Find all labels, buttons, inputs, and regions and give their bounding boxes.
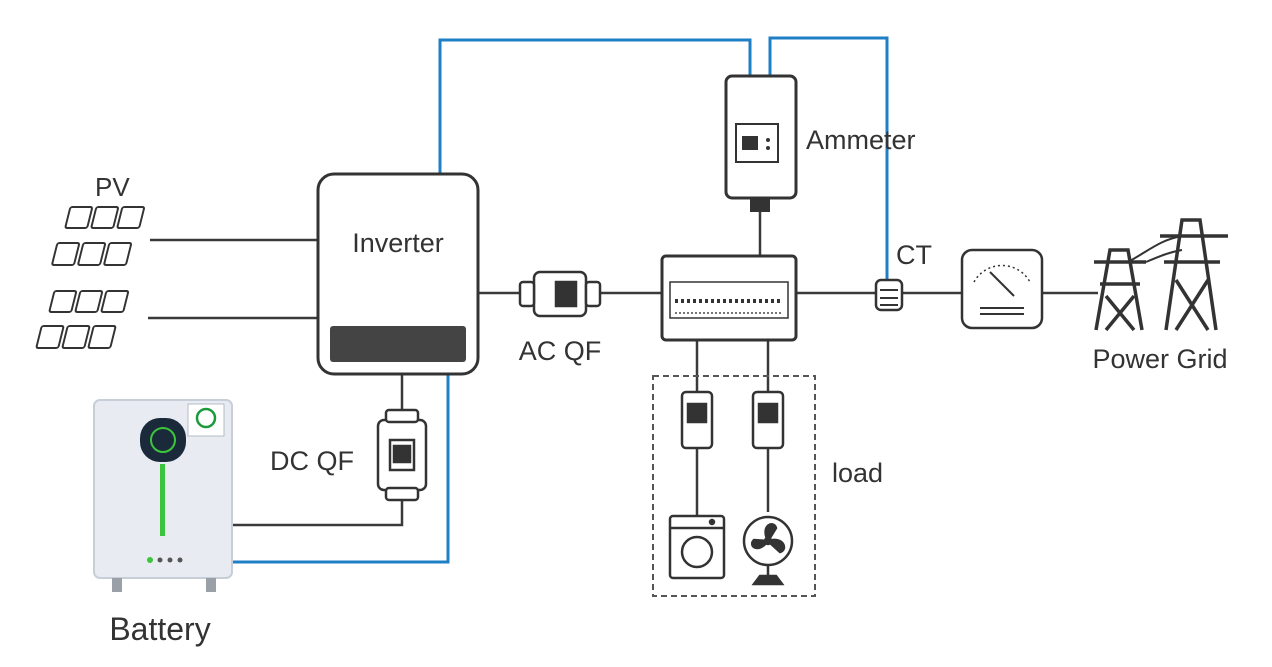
ac-qf-label: AC QF	[519, 336, 602, 366]
solar-panel-icon	[35, 206, 145, 349]
distribution-box-icon	[660, 254, 798, 342]
ct-clamp-icon	[874, 278, 904, 312]
ammeter-label: Ammeter	[806, 125, 916, 155]
pv-label: PV	[95, 172, 130, 202]
load-group	[652, 375, 816, 597]
dc-qf-breaker-icon	[376, 408, 428, 502]
battery-icon	[93, 399, 233, 592]
power-wires	[148, 212, 1098, 527]
transmission-tower-icon	[1094, 218, 1228, 332]
inverter-icon	[316, 172, 480, 376]
dc-qf-label: DC QF	[270, 446, 354, 476]
inverter-label: Inverter	[352, 228, 444, 258]
load-breaker-icon	[680, 390, 785, 450]
load-label: load	[832, 458, 883, 488]
power-grid-label: Power Grid	[1092, 344, 1227, 374]
ammeter-icon	[724, 74, 798, 212]
grid-meter-icon	[960, 248, 1044, 330]
washing-machine-icon	[668, 514, 726, 580]
communication-wires	[232, 36, 889, 564]
battery-label: Battery	[109, 611, 210, 647]
ct-label: CT	[896, 240, 932, 270]
fan-icon	[742, 515, 794, 586]
ac-qf-breaker-icon	[518, 270, 602, 318]
